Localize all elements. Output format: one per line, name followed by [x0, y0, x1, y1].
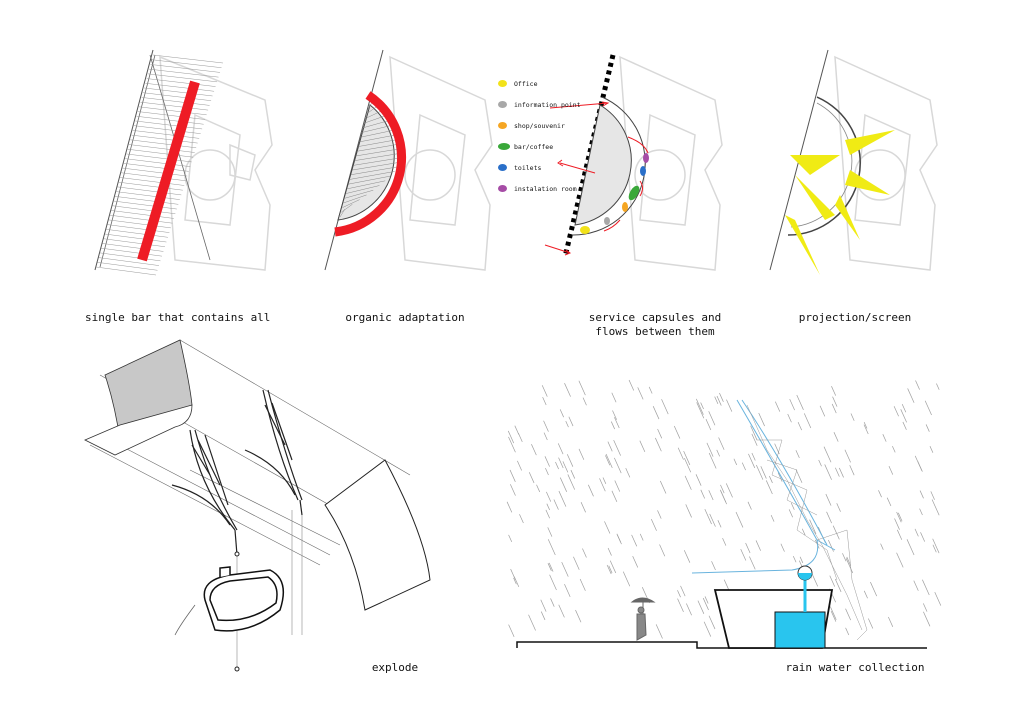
rain-streaks: [506, 379, 942, 639]
water-tank: [774, 611, 826, 649]
lattice-structure: [746, 404, 868, 641]
curved-shell: [324, 459, 431, 611]
hatched-half-circle: [337, 104, 395, 221]
dashed-edge: [562, 54, 616, 258]
capsule-toilets: [640, 166, 646, 176]
red-arc: [334, 91, 406, 237]
legend-label: instalation room: [514, 185, 577, 193]
caption-rain: rain water collection: [785, 661, 925, 674]
flow-arrows: [544, 101, 649, 256]
roof-panel-base: [84, 404, 193, 456]
lattice-arch-right: [244, 389, 303, 516]
structure-frame: [691, 399, 836, 574]
hatched-half-circle: [574, 104, 632, 226]
site-outline: [389, 55, 493, 271]
rain-collection-section: [506, 379, 942, 649]
capsule-info: [604, 217, 610, 225]
organic-adaptation-diagram: [324, 49, 493, 271]
caption-explode: explode: [371, 661, 419, 674]
caption-service-line2: flows between them: [595, 325, 715, 338]
hatch-lines: [95, 54, 224, 276]
legend-label: bar/coffee: [514, 143, 554, 151]
caption-service-line1: service capsules and: [588, 311, 722, 324]
outer-arc: [572, 96, 646, 236]
legend-color-swatch: [498, 185, 507, 192]
lattice-arch-left: [171, 429, 238, 556]
site-edge-line: [324, 49, 384, 271]
projection-beams: [785, 130, 895, 275]
ground-line: [516, 641, 927, 649]
hatch-lines: [339, 100, 405, 218]
site-outline: [159, 55, 273, 271]
site-edge-line: [94, 49, 154, 271]
exploded-axonometric: [84, 339, 431, 672]
capsule-installation: [643, 153, 649, 163]
legend-color-swatch: [498, 122, 507, 129]
legend-label: information point: [514, 101, 581, 109]
service-capsules-diagram: [544, 54, 723, 271]
legend-color-swatch: [498, 101, 507, 108]
legend-label: Office: [514, 80, 538, 88]
legend-label: toilets: [514, 164, 542, 172]
person-with-umbrella: [630, 597, 656, 641]
site-outline: [619, 55, 723, 271]
caption-projection: projection/screen: [798, 311, 912, 324]
capsule-bar: [628, 185, 640, 201]
single-bar-diagram: [94, 49, 273, 276]
caption-single-bar: single bar that contains all: [85, 311, 271, 324]
red-bar: [137, 80, 200, 262]
projection-screen-diagram: [769, 49, 938, 275]
legend-label: shop/souvenir: [514, 122, 565, 130]
legend-color-swatch: [498, 164, 507, 171]
caption-organic: organic adaptation: [345, 311, 465, 324]
capsule-office: [580, 226, 590, 234]
capsule-shop: [622, 202, 628, 212]
legend-color-swatch: [498, 143, 510, 150]
site-outline: [834, 55, 938, 271]
hatched-bar: [99, 54, 211, 268]
water-basin: [203, 566, 285, 632]
legend-color-swatch: [498, 80, 507, 87]
